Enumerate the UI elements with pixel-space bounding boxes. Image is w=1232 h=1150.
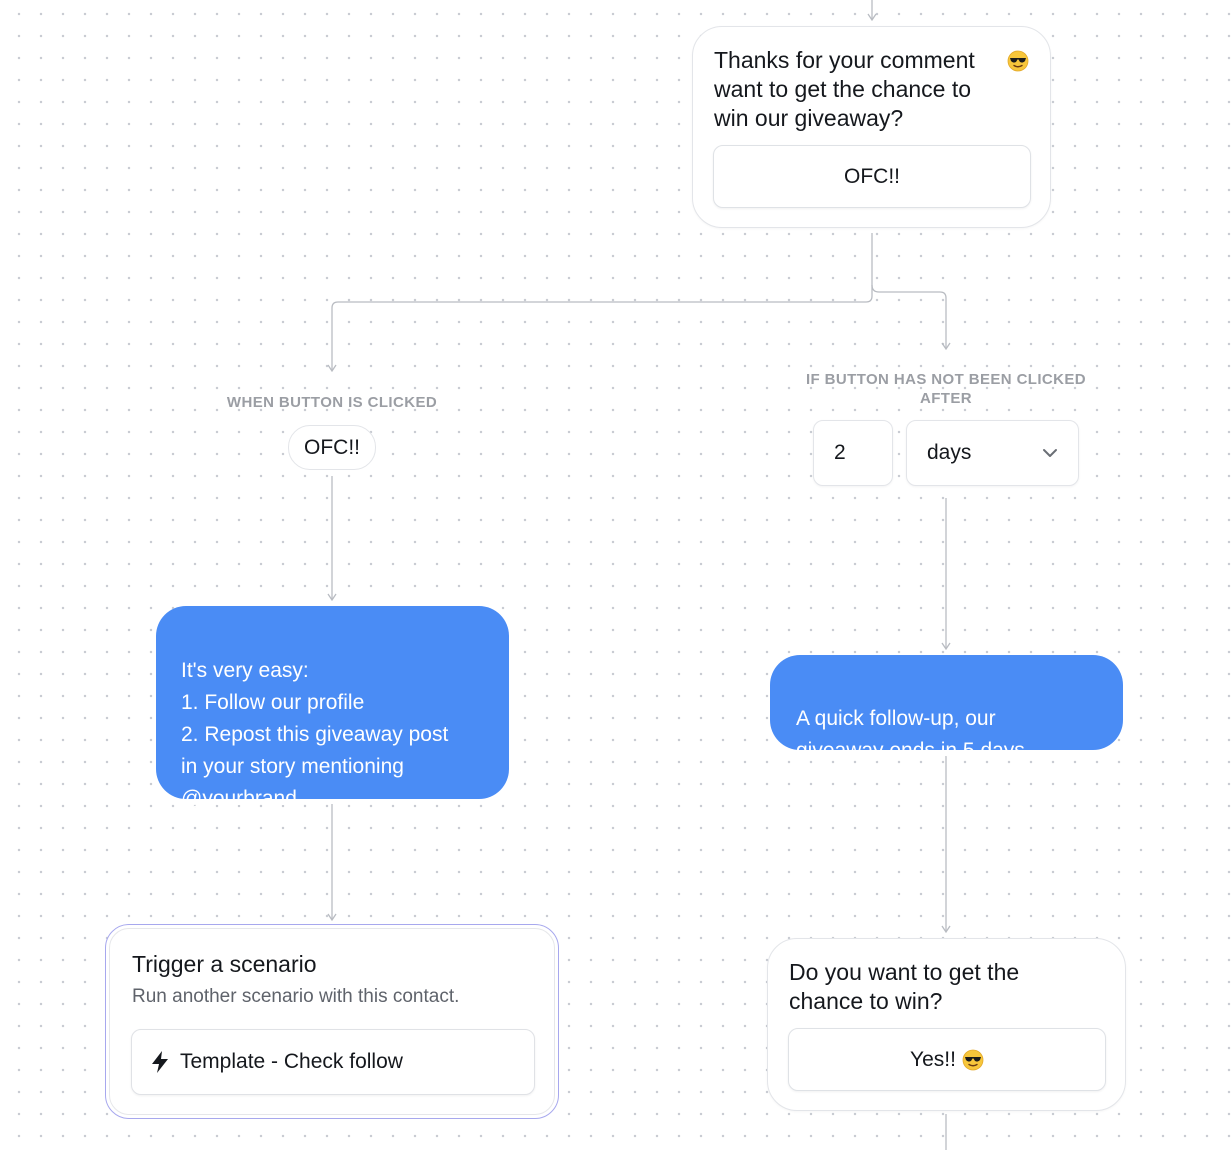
clicked-button-pill[interactable]: OFC!! <box>288 425 376 470</box>
chevron-down-icon <box>1043 449 1057 457</box>
trigger-template-label: Template - Check follow <box>180 1050 403 1073</box>
delay-unit-value: days <box>927 441 972 464</box>
connector-to-clicked <box>332 233 873 371</box>
lightning-bolt-icon <box>152 1051 168 1073</box>
clicked-message-bubble[interactable]: It's very easy: 1. Follow our profile 2.… <box>156 606 509 810</box>
delay-unit-select[interactable]: days <box>906 420 1079 486</box>
followup-message-bubble[interactable]: A quick follow-up, our giveaway ends in … <box>770 655 1123 762</box>
followup-yes-button[interactable]: Yes!! <box>788 1028 1106 1091</box>
start-message-text: Thanks for your comment want to get the … <box>714 47 975 131</box>
clicked-message-text: It's very easy: 1. Follow our profile 2.… <box>181 659 449 810</box>
trigger-title: Trigger a scenario <box>132 951 317 977</box>
trigger-scenario-inner: Trigger a scenario Run another scenario … <box>109 928 555 1115</box>
sunglasses-emoji-icon <box>962 1049 984 1070</box>
connector-to-not-clicked <box>871 284 946 349</box>
trigger-scenario-card[interactable]: Trigger a scenario Run another scenario … <box>105 924 559 1119</box>
trigger-template-button[interactable]: Template - Check follow <box>131 1029 535 1095</box>
followup-question-text: Do you want to get the chance to win? <box>789 959 1020 1014</box>
followup-question-card[interactable]: Do you want to get the chance to win? Ye… <box>767 938 1126 1111</box>
followup-message-text: A quick follow-up, our giveaway ends in … <box>796 707 1031 762</box>
branch-clicked-label: WHEN BUTTON IS CLICKED <box>226 394 438 411</box>
followup-yes-label: Yes!! <box>910 1047 956 1071</box>
start-message-button[interactable]: OFC!! <box>713 145 1031 208</box>
branch-not-clicked-label: IF BUTTON HAS NOT BEEN CLICKED AFTER <box>805 371 1087 407</box>
trigger-description: Run another scenario with this contact. <box>132 986 460 1007</box>
delay-value-input[interactable]: 2 <box>813 420 893 486</box>
sunglasses-emoji-icon <box>1007 50 1029 72</box>
start-message-card[interactable]: Thanks for your comment want to get the … <box>692 26 1051 228</box>
